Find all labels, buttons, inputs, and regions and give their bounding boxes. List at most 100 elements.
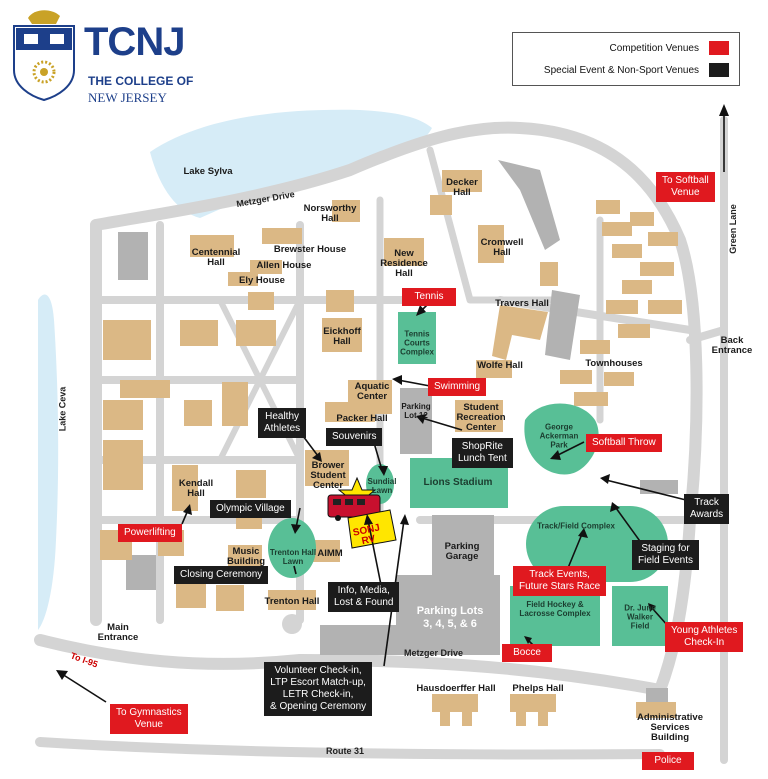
- tag-tennis: Tennis: [402, 288, 456, 306]
- lions-stadium-label: Lions Stadium: [423, 477, 493, 488]
- allen-shape: [250, 260, 282, 274]
- field-hockey-shape: [510, 586, 600, 646]
- allen-label: Allen House: [256, 260, 312, 271]
- eickhoff-label: Eickhoff Hall: [323, 326, 361, 347]
- tag-softball-venue: To Softball Venue: [656, 172, 715, 202]
- norsworthy-label: Norsworthy Hall: [303, 203, 357, 224]
- route31: [35, 737, 665, 760]
- field-hockey-label: Field Hockey & Lacrosse Complex: [519, 600, 591, 618]
- kendall-label: Kendall Hall: [178, 478, 214, 499]
- hausdoerffer-shape: [432, 694, 478, 712]
- centennial-shape: [190, 235, 234, 257]
- new-res-shape: [384, 238, 424, 266]
- sundial-lawn-shape: [366, 464, 394, 504]
- aquatic-label: Aquatic Center: [354, 381, 390, 402]
- roundabout: [282, 614, 302, 634]
- tag-volunteer: Volunteer Check-in, LTP Escort Match-up,…: [264, 662, 373, 716]
- brewster-shape: [262, 228, 302, 244]
- green-lane-label: Green Lane: [727, 204, 738, 254]
- ring-road: [90, 121, 703, 696]
- hausdoerffer-label: Hausdoerffer Hall: [416, 683, 496, 694]
- lake-ceva-label: Lake Ceva: [57, 386, 68, 432]
- tag-closing-ceremony: Closing Ceremony: [174, 566, 269, 584]
- wolfe-label: Wolfe Hall: [477, 360, 523, 371]
- arrow-heads: [56, 104, 729, 680]
- track-field-label: Track/Field Complex: [537, 521, 615, 531]
- parking-lot-e: [640, 480, 678, 494]
- packer-label: Packer Hall: [336, 413, 388, 424]
- townhouses-label: Townhouses: [585, 358, 643, 369]
- packer-shape: [325, 402, 375, 422]
- tag-olympic-village: Olympic Village: [210, 500, 291, 518]
- george-ackerman-label: George Ackerman Park: [539, 422, 579, 450]
- phelps-label: Phelps Hall: [512, 683, 564, 694]
- aimm-label: AIMM: [317, 548, 343, 559]
- main-entrance-label: Main Entrance: [97, 622, 139, 643]
- route31-label: Route 31: [326, 746, 365, 756]
- walk-grid-8: [217, 297, 303, 463]
- logo-line1: THE COLLEGE OF: [88, 74, 194, 88]
- tag-swimming: Swimming: [428, 378, 487, 396]
- lake-sylva-label: Lake Sylva: [183, 166, 233, 177]
- parking-lot-f: [646, 688, 668, 702]
- rv-icon: [327, 476, 397, 549]
- legend-special-swatch: [709, 63, 729, 77]
- tag-softball-throw: Softball Throw: [586, 434, 662, 452]
- norsworthy-hall-shape: [332, 200, 360, 222]
- trenton-lawn-shape: [268, 518, 316, 578]
- trenton-hall-shape: [268, 590, 316, 610]
- legend-special-label: Special Event & Non-Sport Venues: [543, 65, 699, 76]
- tag-young-athletes: Young Athletes Check-In: [665, 622, 744, 652]
- walk-grid-11: [496, 296, 694, 334]
- metzger-drive-bottom-label: Metzger Drive: [404, 648, 464, 658]
- south-road: [34, 634, 306, 670]
- ely-label: Ely House: [239, 275, 285, 286]
- back-entrance-label: Back Entrance: [711, 335, 753, 356]
- parking12-label: Parking Lot 12: [401, 402, 431, 420]
- metzger-drive-bottom: [294, 654, 666, 696]
- decker-hall-shape: [442, 170, 482, 192]
- trenton-hall-label: Trenton Hall: [264, 596, 320, 607]
- tag-track-events: Track Events, Future Stars Race: [513, 566, 607, 596]
- wolfe-shape: [476, 360, 512, 378]
- logo-line2: NEW JERSEY: [88, 90, 167, 105]
- phelps-shape: [510, 694, 556, 712]
- tag-bocce: Bocce: [502, 644, 552, 662]
- sundial-label: Sundial Lawn: [367, 477, 397, 495]
- music-label: Music Building: [227, 546, 265, 567]
- tennis-courts-label: Tennis Courts Complex: [400, 329, 434, 357]
- travers-label: Travers Hall: [495, 298, 549, 309]
- parking-lot-d: [126, 555, 156, 590]
- tag-police: Police: [642, 752, 694, 770]
- brewster-label: Brewster House: [273, 244, 347, 255]
- map-legend: Competition Venues Special Event & Non-S…: [512, 32, 740, 86]
- lake-ceva: [38, 294, 59, 630]
- parking-garage-label: Parking Garage: [444, 541, 480, 562]
- back-entrance-road: [686, 326, 728, 344]
- tag-gymnastics: To Gymnastics Venue: [110, 704, 188, 734]
- student-rec-shape: [455, 400, 503, 432]
- admin-shape: [636, 702, 676, 718]
- june-walker-label: Dr. June Walker Field: [624, 603, 656, 631]
- cromwell-hall-shape: [478, 225, 504, 263]
- parking-lot-b: [498, 160, 560, 250]
- brower-label: Brower Student Center: [310, 460, 346, 491]
- student-rec-label: Student Recreation Center: [456, 402, 506, 433]
- admin-label: Administrative Services Building: [637, 712, 703, 743]
- legend-competition-label: Competition Venues: [609, 43, 699, 54]
- parking-lot-c: [545, 290, 580, 360]
- parking-lot-12: [400, 388, 432, 454]
- kendall-shape: [172, 465, 198, 511]
- tag-souvenirs: Souvenirs: [326, 428, 383, 446]
- trenton-lawn-label: Trenton Hall Lawn: [269, 548, 317, 566]
- tag-shoprite: ShopRite Lunch Tent: [452, 438, 513, 468]
- tag-healthy-athletes: Healthy Athletes: [258, 408, 307, 438]
- parking-lots-3-6: [320, 575, 500, 655]
- tennis-courts-shape: [398, 312, 436, 364]
- tag-info-media: Info, Media, Lost & Found: [328, 582, 400, 612]
- centennial-label: Centennial Hall: [191, 247, 241, 268]
- lake-sylva: [150, 109, 432, 218]
- eickhoff-shape: [322, 318, 362, 352]
